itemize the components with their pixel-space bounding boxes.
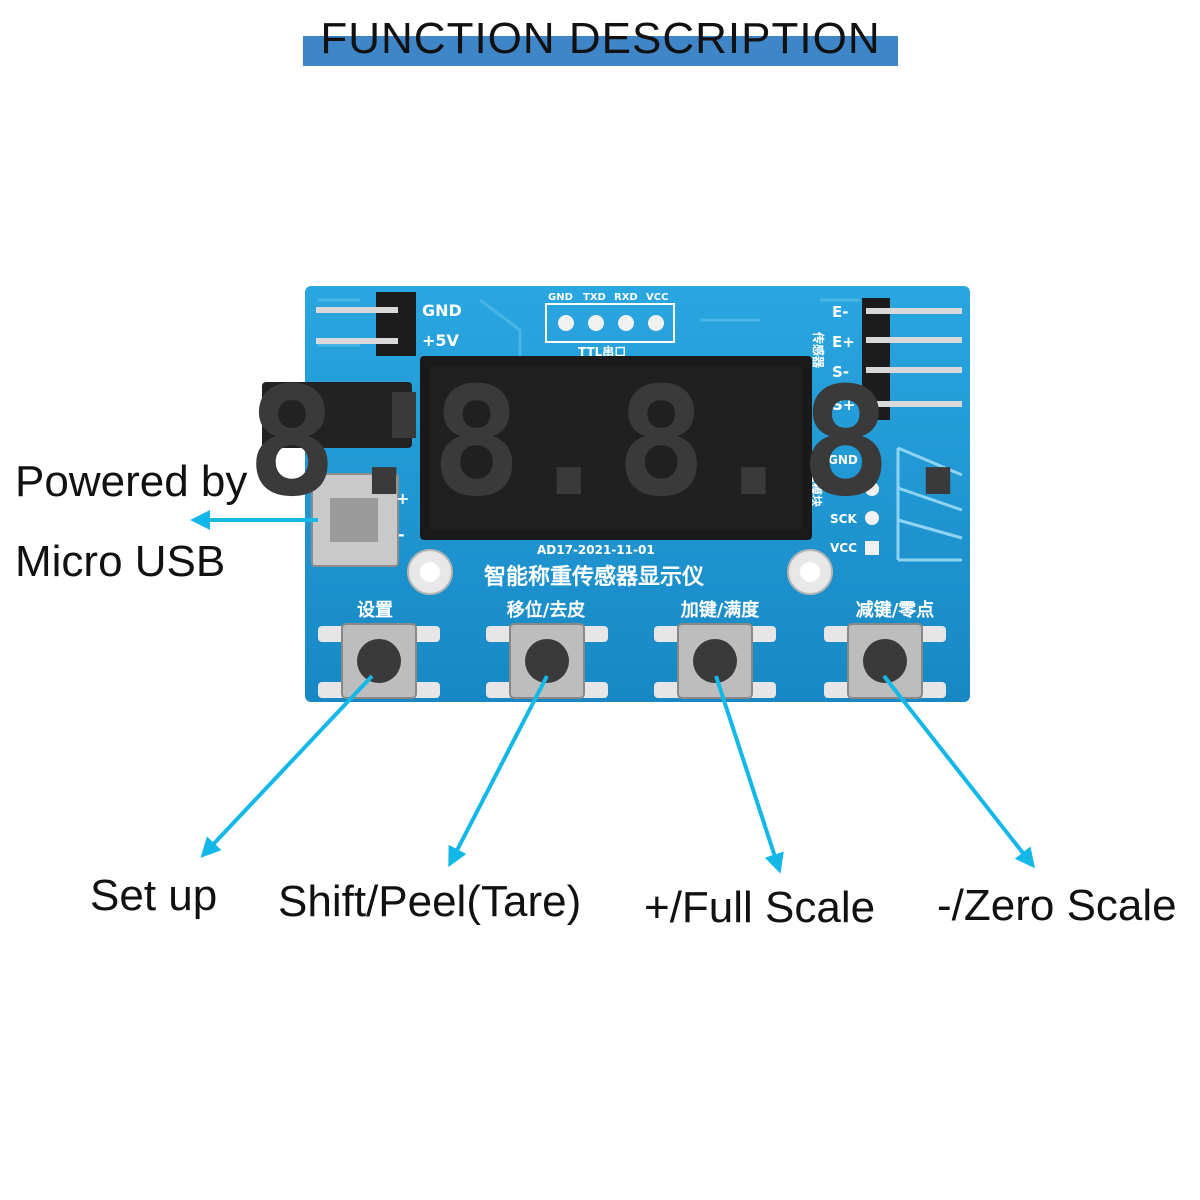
usb-plus-mark: + bbox=[396, 489, 409, 508]
module-pin-gnd: GND bbox=[828, 453, 858, 467]
usb-label-line1: Powered by bbox=[15, 457, 248, 506]
sensor-header: E- E+ S- S+ 传感器 bbox=[811, 298, 962, 420]
plus5v-label: +5V bbox=[422, 331, 460, 350]
setup-button[interactable] bbox=[318, 623, 440, 699]
power-header: GND +5V bbox=[316, 292, 462, 356]
setup-arrow bbox=[200, 674, 374, 858]
button-label-minus: 减键/零点 bbox=[856, 599, 935, 621]
button-label-shift: 移位/去皮 bbox=[507, 599, 586, 621]
shift-arrow bbox=[448, 675, 549, 868]
minus-zero-scale-button[interactable] bbox=[824, 623, 946, 699]
zero-scale-arrow bbox=[882, 674, 1035, 869]
model-label: AD17-2021-11-01 bbox=[537, 543, 655, 557]
module-pin-dt: DT bbox=[834, 483, 853, 497]
sensor-pin-s-minus: S- bbox=[832, 363, 849, 381]
mount-hole-right-inner bbox=[800, 562, 820, 582]
usb-minus-mark: - bbox=[398, 525, 405, 544]
micro-usb-port: + - bbox=[311, 473, 409, 567]
mount-hole-left-inner bbox=[420, 562, 440, 582]
ttl-label: TTL串口 bbox=[578, 344, 626, 359]
module-header: GND DT SCK VCC 711模块 bbox=[809, 446, 963, 562]
module-pin-vcc: VCC bbox=[830, 541, 857, 555]
title-banner: FUNCTION DESCRIPTION bbox=[303, 14, 898, 68]
sensor-pin-s-plus: S+ bbox=[832, 396, 855, 414]
display-digits: 8.8.8.8. bbox=[247, 356, 985, 530]
ttl-pin-rxd: RXD bbox=[614, 292, 638, 303]
setup-label: Set up bbox=[90, 871, 218, 920]
shift-tare-label: Shift/Peel(Tare) bbox=[278, 877, 582, 926]
gnd-label: GND bbox=[422, 301, 462, 320]
ttl-pin-gnd: GND bbox=[548, 292, 573, 303]
sensor-pin-e-minus: E- bbox=[832, 303, 848, 321]
sensor-label: 传感器 bbox=[811, 331, 826, 369]
dc-jack bbox=[262, 382, 416, 448]
product-name-label: 智能称重传感器显示仪 bbox=[484, 564, 705, 590]
pcb-traces bbox=[318, 298, 860, 360]
ttl-header: GND TXD RXD VCC TTL串口 bbox=[545, 292, 675, 359]
plus-full-scale-button[interactable] bbox=[654, 623, 776, 699]
sensor-pin-e-plus: E+ bbox=[832, 333, 855, 351]
title-bar bbox=[303, 36, 898, 66]
button-label-plus: 加键/满度 bbox=[680, 599, 761, 621]
ttl-pin-txd: TXD bbox=[583, 292, 606, 303]
seven-segment-display: 8.8.8.8. bbox=[247, 356, 985, 540]
page-title: FUNCTION DESCRIPTION bbox=[320, 14, 881, 63]
button-label-setup: 设置 bbox=[357, 600, 393, 621]
zero-scale-label: -/Zero Scale bbox=[937, 881, 1177, 930]
usb-label-line2: Micro USB bbox=[15, 537, 226, 586]
shift-tare-button[interactable] bbox=[486, 623, 608, 699]
ttl-pin-vcc: VCC bbox=[646, 292, 668, 303]
module-pin-sck: SCK bbox=[830, 512, 857, 526]
module-label: 711模块 bbox=[809, 458, 824, 508]
full-scale-label: +/Full Scale bbox=[644, 883, 876, 932]
full-scale-arrow bbox=[714, 675, 784, 874]
